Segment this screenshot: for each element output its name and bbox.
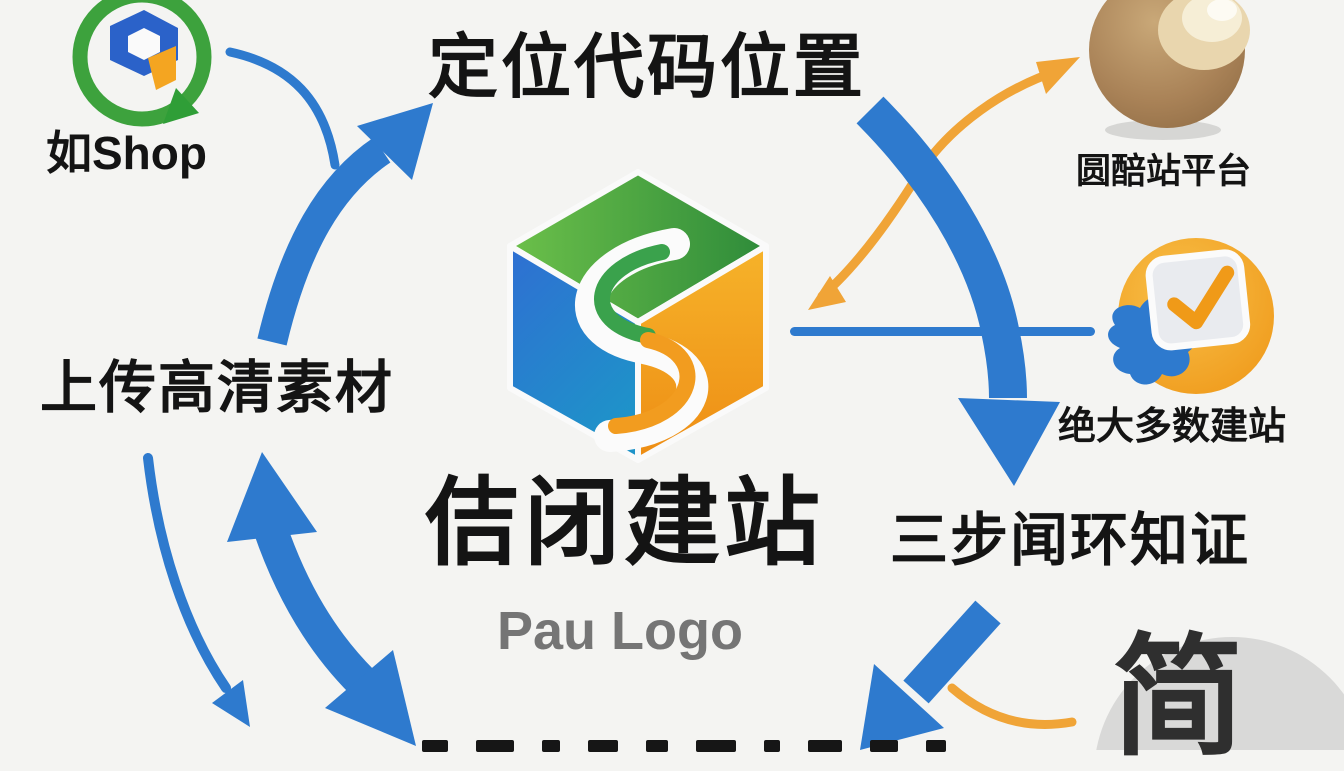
arrow-thin-down [143, 453, 250, 727]
majority-sites-label: 绝大多数建站 [1058, 406, 1287, 448]
brown-sphere-icon [1089, 0, 1250, 140]
arrow-double-headed [227, 452, 416, 746]
locate-code-heading: 定位代码位置 [428, 28, 866, 106]
jian-badge-character: 简 [1112, 624, 1244, 771]
center-subtitle: Pau Logo [497, 601, 743, 661]
arrow-up-right [257, 103, 433, 346]
jian-circle-badge [1096, 637, 1344, 750]
center-title: 佶闭建站 [424, 470, 824, 577]
horizontal-connector-line [790, 327, 1095, 336]
ball-platform-label: 圆醅站平台 [1076, 152, 1252, 191]
diagram-graphics [72, 0, 1344, 750]
infographic-page: { "page": { "background": "#f4f4f2" }, "… [40, 0, 1344, 764]
cropped-bottom-text-fragments [422, 740, 967, 752]
checkmark-badge-icon [1108, 238, 1274, 394]
orange-arc-connector [947, 683, 1077, 729]
arrow-curve-down [856, 96, 1060, 486]
three-step-loop-heading: 三步闻环知证 [890, 508, 1251, 573]
arrow-down-left [860, 600, 1001, 750]
recycle-cube-logo-icon [72, 0, 212, 127]
upload-materials-heading: 上传高清素材 [40, 356, 394, 420]
rushop-label: 如Shop [46, 127, 207, 179]
curved-connector-arc [225, 47, 340, 170]
hexagon-cube-logo-icon [507, 169, 769, 463]
